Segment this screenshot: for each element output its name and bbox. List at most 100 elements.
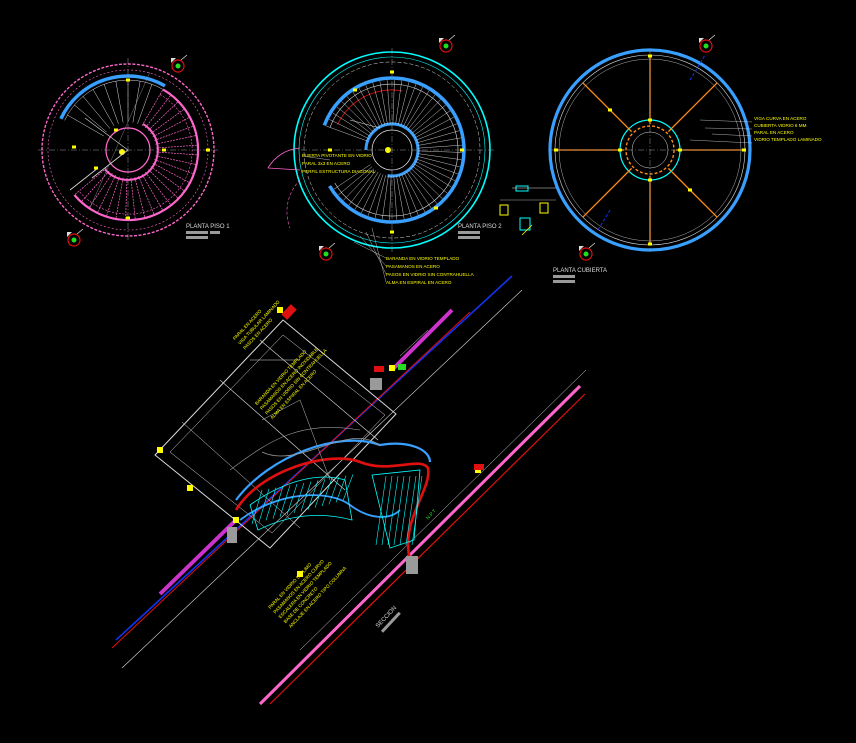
stair-tread [354, 171, 379, 210]
dimension-tick [678, 148, 682, 152]
leader-line [371, 227, 387, 283]
leader-line [359, 235, 387, 267]
north-arrow-icon [67, 228, 84, 247]
dimension-tick [126, 78, 130, 82]
hatch-line [411, 475, 423, 546]
note-text: ALMA EN ESPIRAL EN ACERO [386, 280, 452, 285]
dimension-tick [648, 178, 652, 182]
curve-line [229, 427, 361, 471]
title-underline [186, 231, 208, 234]
floor2-plan [267, 34, 494, 283]
stair-tread [338, 166, 373, 196]
note-text: VIDRIO TEMPLADO LAMINADO [754, 137, 822, 142]
stair-tread [358, 88, 380, 128]
roof-notes: VIGA CURVA EN ACERO CUBIERTA VIDRIO 6 MM… [754, 116, 822, 142]
north-arrow-icon [439, 34, 456, 53]
dimension-tick [72, 145, 76, 149]
radial-beam [667, 82, 718, 133]
stair-tread [386, 80, 391, 125]
stair-tread-upper [82, 96, 111, 129]
north-arrow-flag [171, 58, 176, 63]
stair-tread [400, 84, 417, 126]
stair-tread [125, 177, 128, 220]
leader-line [699, 119, 753, 123]
stair-tread [115, 177, 124, 219]
hatch-line [258, 488, 270, 523]
stair-tread [144, 94, 172, 129]
stair-tread [417, 144, 462, 149]
upper-slab [390, 308, 454, 372]
level-marker [389, 365, 395, 371]
hatch-line [393, 475, 405, 546]
stair-tread [393, 175, 398, 220]
north-arrow-icon [319, 242, 336, 261]
stair-tread [348, 170, 377, 206]
stair-tread [361, 173, 381, 214]
stair-tread [405, 90, 430, 129]
radial-beam [667, 167, 718, 218]
dimension-tick [460, 148, 464, 152]
north-arrow-ring [67, 233, 81, 247]
section-notes-top: PARAL EN ACERO VIGA TUBULAR LAMINADO PAS… [232, 299, 281, 350]
section-marker-icon [374, 366, 384, 372]
stair-tread [141, 89, 164, 126]
leader-line [365, 231, 387, 275]
stair-tread [346, 96, 376, 131]
dimension-tick [126, 216, 130, 220]
axis-line [89, 71, 151, 209]
leader-line [301, 155, 331, 161]
stair-outer-arc [73, 88, 200, 222]
stair-tread [379, 81, 388, 125]
dimension-tick [390, 230, 394, 234]
stair-tread [152, 116, 190, 138]
stair-tread [154, 125, 194, 141]
hatch-line [286, 483, 298, 516]
stair-tread [134, 177, 146, 219]
stair-tread-upper [137, 84, 153, 124]
stair-tread [413, 110, 451, 136]
stair-tread [403, 86, 423, 127]
concrete-footing [370, 378, 382, 390]
stair-tread [398, 82, 410, 125]
hatch-line [375, 475, 387, 546]
note-text: VIGA TUBULAR LAMINADO [237, 299, 281, 346]
north-arrow-core [443, 43, 449, 49]
dimension-tick [648, 242, 652, 246]
north-arrow-line [328, 242, 336, 249]
stair-tread-upper [132, 81, 141, 123]
stair-tread [74, 167, 107, 196]
radial-beam [582, 167, 633, 218]
stair-tread [343, 168, 375, 201]
stair-tread [80, 170, 110, 203]
stair-tread [336, 106, 372, 135]
stair-tread [147, 101, 179, 131]
frame-outline [154, 319, 397, 549]
note-text: PASAMANOS EN ACERO [386, 264, 440, 269]
north-arrow-core [323, 251, 329, 257]
stair-tread [407, 94, 436, 130]
wall-line [69, 167, 99, 191]
dimension-tick [618, 148, 622, 152]
stair-tread [96, 175, 117, 214]
north-arrow-icon [171, 54, 188, 73]
stair-tread [144, 171, 172, 206]
stair-tread [396, 175, 405, 219]
grade-level-label: N.P.T [425, 508, 438, 521]
frame-mullion [259, 339, 379, 441]
floor2-notes-left: PUERTA PIVOTANTE EN VIDRIO PARAL 3x3 EN … [302, 153, 376, 174]
grade-line [121, 289, 523, 669]
hatch-line [279, 485, 291, 517]
grade-line-red [111, 311, 471, 649]
stair-tread [417, 150, 462, 153]
section-marker-icon [474, 464, 484, 470]
handrail-red [234, 457, 430, 561]
stair-tread [152, 162, 190, 184]
hatch-line [300, 481, 312, 512]
door-swing [286, 179, 301, 229]
stair-shell [249, 476, 353, 531]
stair-section [111, 275, 587, 706]
stair-tread [150, 108, 185, 134]
note-text: PUERTA PIVOTANTE EN VIDRIO [302, 153, 372, 158]
stair-tread [401, 174, 419, 215]
dimension-tick [114, 128, 118, 132]
